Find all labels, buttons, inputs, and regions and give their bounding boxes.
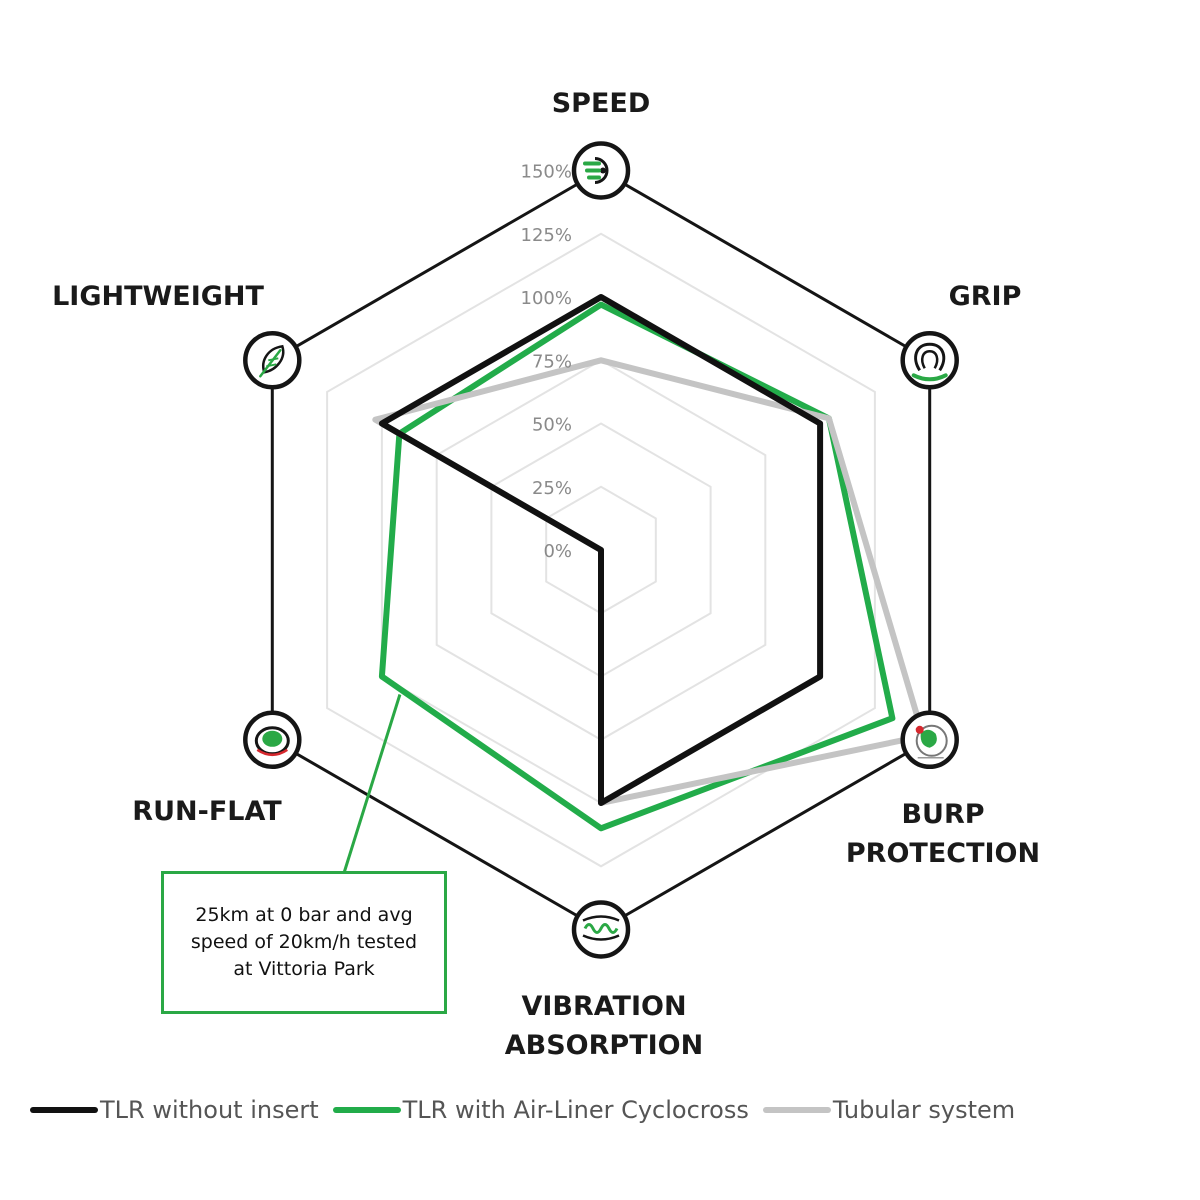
tick-label-0: 0% — [543, 541, 572, 562]
legend: TLR without insert TLR with Air-Liner Cy… — [30, 1090, 1180, 1130]
grip-tyre-icon — [900, 331, 959, 390]
feather-barbs — [266, 357, 279, 368]
axis-label-speed: SPEED — [552, 88, 651, 119]
tick-label-50: 50% — [532, 415, 572, 436]
burp-dot — [915, 725, 924, 734]
grid-ring-125 — [326, 232, 876, 868]
grip-tyre — [914, 342, 946, 372]
radial-tick-labels: 0% 25% 50% 75% 100% 125% 150% — [521, 162, 572, 563]
annotation-leader — [342, 694, 402, 874]
vibration-wave-icon — [571, 900, 631, 959]
tick-label-100: 100% — [521, 288, 572, 309]
annotation-text: 25km at 0 bar and avg speed of 20km/h te… — [190, 904, 418, 980]
runflat-base — [256, 748, 288, 757]
axis-icons — [243, 141, 959, 959]
axis-label-run-flat: RUN-FLAT — [132, 796, 282, 827]
axis-label-lightweight: LIGHTWEIGHT — [52, 281, 264, 312]
grip-rim — [920, 350, 939, 369]
run-flat-tyre-icon — [243, 710, 302, 770]
series-line-tlr-without-insert — [378, 294, 824, 806]
legend-item-tlr-air-liner: TLR with Air-Liner Cyclocross — [332, 1096, 749, 1124]
tick-label-25: 25% — [532, 478, 572, 499]
burp-leaf — [920, 729, 937, 748]
speed-wheel — [594, 157, 609, 184]
legend-swatch — [30, 1107, 98, 1113]
grip-ground — [911, 373, 948, 382]
legend-item-tlr-without-insert: TLR without insert — [30, 1096, 319, 1124]
runflat-liner — [262, 730, 283, 747]
tick-label-125: 125% — [521, 225, 572, 246]
feather-icon — [243, 331, 302, 390]
vibration-wave — [583, 923, 619, 934]
legend-swatch — [762, 1107, 831, 1113]
speed-icon — [571, 141, 631, 200]
legend-label: Tubular system — [832, 1096, 1016, 1124]
tick-label-150: 150% — [521, 162, 572, 183]
legend-item-tubular-system: Tubular system — [762, 1096, 1016, 1124]
axis-label-grip: GRIP — [949, 281, 1022, 312]
legend-swatch — [332, 1107, 401, 1113]
feather-quill — [259, 349, 282, 378]
speed-hub — [600, 167, 606, 174]
burp-protection-icon — [900, 710, 959, 770]
vibration-top — [582, 915, 620, 922]
icon-ring — [900, 331, 959, 390]
legend-label: TLR with Air-Liner Cyclocross — [402, 1096, 749, 1124]
series-line-tlr-with-air-liner-cyclocross — [378, 301, 896, 832]
radar-series — [372, 294, 927, 832]
annotation-leader-line — [342, 694, 402, 874]
legend-label: TLR without insert — [100, 1096, 319, 1124]
vibration-base — [582, 934, 620, 941]
tick-label-75: 75% — [532, 351, 572, 372]
annotation-box: 25km at 0 bar and avg speed of 20km/h te… — [161, 871, 447, 1014]
